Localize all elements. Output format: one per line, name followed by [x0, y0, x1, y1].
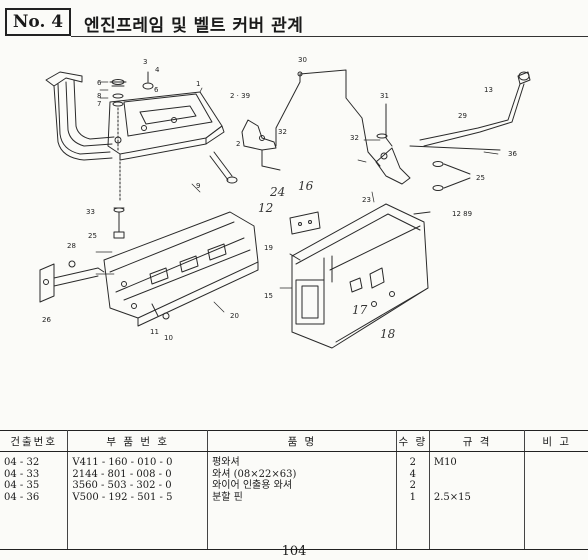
label-24: 24: [269, 185, 285, 199]
cell-note: [525, 452, 588, 469]
engine-frame-right: [289, 203, 429, 349]
label-36: 36: [508, 150, 517, 158]
header-rule: [71, 36, 588, 37]
label-4: 4: [155, 66, 160, 74]
bracket-part-26: [39, 260, 105, 303]
cell-spec: [429, 480, 526, 492]
cell-number: 04 - 33: [0, 468, 69, 480]
label-7: 7: [97, 100, 101, 108]
diagram-svg: 1 2 2 · 39 3 4 6 6 8 7 9 10 11 12 89 13 …: [39, 56, 531, 349]
table-row: 04 - 33 2144 - 801 - 008 - 0 와셔 (08×22×6…: [0, 468, 588, 481]
label-33: 33: [86, 208, 95, 216]
col-header-spec: 규 격: [429, 430, 526, 452]
label-15: 15: [264, 292, 273, 300]
wire-rod-part-30: [275, 69, 381, 167]
label-13: 13: [484, 86, 493, 94]
label-12-hand: 12: [258, 201, 273, 215]
label-2-39: 2 · 39: [230, 92, 250, 100]
cell-name: 분할 핀: [207, 491, 397, 503]
rod-part-2: [209, 151, 238, 184]
label-3: 3: [143, 58, 147, 66]
section-title: 엔진프레임 및 벨트 커버 관계: [84, 16, 304, 36]
label-20: 20: [230, 312, 239, 320]
table-row: 04 - 36 V500 - 192 - 501 - 5 분할 핀 1 2.5×…: [0, 491, 588, 504]
cell-note: [525, 480, 588, 492]
col-header-note: 비 고: [524, 430, 588, 452]
cell-name: 평와셔: [207, 451, 397, 469]
exploded-parts-diagram: 1 2 2 · 39 3 4 6 6 8 7 9 10 11 12 89 13 …: [0, 42, 588, 390]
label-28: 28: [67, 242, 76, 250]
label-29: 29: [458, 112, 467, 120]
table-filler-row: [0, 503, 588, 550]
engine-frame-part-9: [103, 211, 259, 327]
label-17: 17: [352, 303, 368, 317]
label-2: 2: [236, 140, 240, 148]
cell-name: 와이어 인출용 와셔: [207, 480, 397, 492]
cell-number: 04 - 32: [0, 451, 69, 469]
section-number: No. 4: [5, 8, 71, 36]
cell-spec: [429, 468, 526, 480]
label-32b: 32: [350, 134, 359, 142]
label-30: 30: [298, 56, 307, 64]
label-16: 16: [298, 179, 314, 193]
rod-part-31: [375, 103, 411, 185]
cell-part-number: V411 - 160 - 010 - 0: [67, 451, 209, 469]
bracket-part-39: [241, 119, 281, 171]
label-1: 1: [196, 80, 200, 88]
cell-qty: 2: [396, 480, 430, 492]
washer-group-35: [409, 145, 501, 215]
col-header-number: 건출번호: [0, 430, 69, 452]
leader-lines: [95, 81, 499, 313]
label-9: 9: [196, 182, 200, 190]
label-26: 26: [42, 316, 51, 324]
cell-note: [525, 469, 588, 481]
plate-part-16: [289, 211, 321, 235]
table-row: 04 - 35 3560 - 503 - 302 - 0 와이어 인출용 와셔 …: [0, 480, 588, 492]
col-header-qty: 수 량: [396, 430, 430, 452]
cell-part-number: V500 - 192 - 501 - 5: [67, 491, 209, 503]
label-10: 10: [164, 334, 173, 342]
label-19: 19: [264, 244, 273, 252]
cell-number: 04 - 35: [0, 480, 69, 492]
label-25b: 25: [88, 232, 97, 240]
col-header-name: 품 명: [207, 430, 397, 452]
cell-spec: M10: [429, 451, 526, 469]
cell-name: 와셔 (08×22×63): [207, 468, 397, 480]
label-8: 8: [97, 92, 101, 100]
callout-labels: 1 2 2 · 39 3 4 6 6 8 7 9 10 11 12 89 13 …: [42, 56, 517, 342]
label-18: 18: [380, 327, 396, 341]
cell-number: 04 - 36: [0, 491, 69, 503]
cell-qty: 1: [396, 491, 430, 503]
cell-part-number: 2144 - 801 - 008 - 0: [67, 468, 209, 480]
cell-part-number: 3560 - 503 - 302 - 0: [67, 480, 209, 492]
parts-table: 건출번호 부 품 번 호 품 명 수 량 규 격 비 고 04 - 32 V41…: [0, 430, 588, 550]
label-23: 23: [362, 196, 371, 204]
lever-part-13: [419, 71, 531, 147]
label-25a: 25: [476, 174, 485, 182]
bolt-group-bottom: [151, 303, 170, 320]
col-header-part-number: 부 품 번 호: [67, 430, 209, 452]
label-31: 31: [380, 92, 389, 100]
cell-qty: 4: [396, 468, 430, 480]
page-header: No. 4 엔진프레임 및 벨트 커버 관계: [0, 0, 588, 42]
label-11: 11: [150, 328, 159, 336]
cell-note: [525, 492, 588, 504]
table-row: 04 - 32 V411 - 160 - 010 - 0 평와셔 2 M10: [0, 451, 588, 469]
table-header-row: 건출번호 부 품 번 호 품 명 수 량 규 격 비 고: [0, 430, 588, 452]
label-6a: 6: [154, 86, 159, 94]
cell-spec: 2.5×15: [429, 491, 526, 503]
label-6b: 6: [97, 79, 102, 87]
bolt-group-left: [109, 71, 154, 239]
label-32a: 32: [278, 128, 287, 136]
page-number: 104: [281, 544, 307, 559]
label-12-89: 12 89: [452, 210, 472, 218]
cell-qty: 2: [396, 451, 430, 469]
